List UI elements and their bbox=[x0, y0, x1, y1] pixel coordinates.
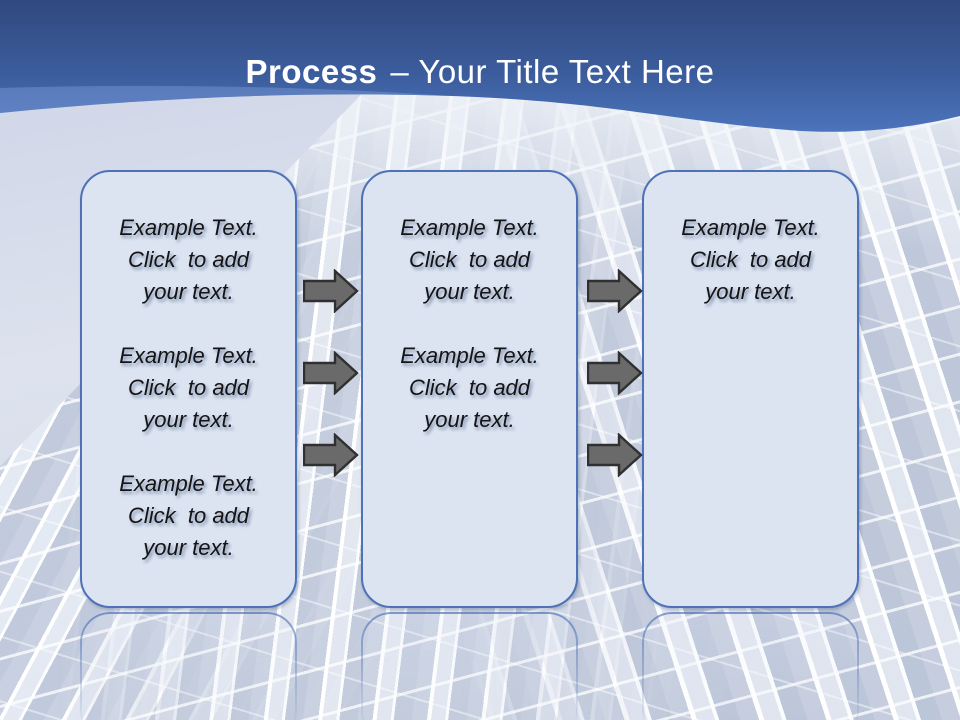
process-box-2[interactable]: Example Text. Click to add your text. Ex… bbox=[361, 170, 578, 608]
box-text-placeholder[interactable]: Example Text. Click to add your text. bbox=[119, 215, 258, 304]
process-box-1[interactable]: Example Text. Click to add your text. Ex… bbox=[80, 170, 297, 608]
box-reflection bbox=[361, 612, 578, 720]
header-wave-band bbox=[0, 0, 960, 132]
box-text-placeholder[interactable]: Example Text. Click to add your text. bbox=[400, 343, 539, 432]
flow-arrow-right-icon bbox=[587, 433, 643, 477]
box-reflection bbox=[642, 612, 859, 720]
flow-arrow-right-icon bbox=[587, 351, 643, 395]
title-bold-text: Process bbox=[245, 53, 378, 90]
box-text-placeholder[interactable]: Example Text. Click to add your text. bbox=[400, 215, 539, 304]
flow-arrow-right-icon bbox=[303, 269, 359, 313]
flow-arrow-right-icon bbox=[303, 433, 359, 477]
wave-highlight bbox=[0, 85, 452, 113]
process-box-3[interactable]: Example Text. Click to add your text. bbox=[642, 170, 859, 608]
box-text-placeholder[interactable]: Example Text. Click to add your text. bbox=[119, 343, 258, 432]
flow-arrow-right-icon bbox=[303, 351, 359, 395]
flow-arrow-right-icon bbox=[587, 269, 643, 313]
title-rest-text: – Your Title Text Here bbox=[390, 53, 715, 90]
box-text-placeholder[interactable]: Example Text. Click to add your text. bbox=[119, 471, 258, 560]
box-text-placeholder[interactable]: Example Text. Click to add your text. bbox=[681, 215, 820, 304]
box-reflection bbox=[80, 612, 297, 720]
slide-title: Process – Your Title Text Here bbox=[0, 52, 960, 92]
